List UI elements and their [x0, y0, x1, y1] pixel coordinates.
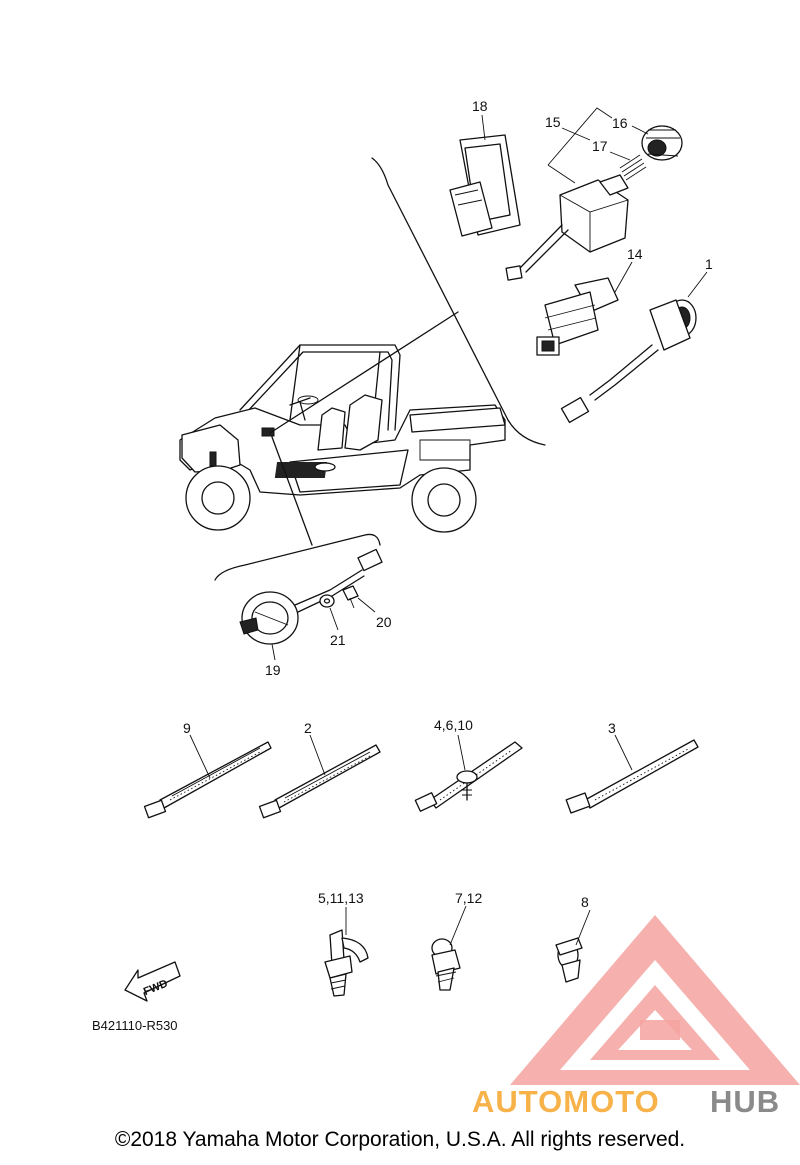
vehicle-badge: YAMAHA: [350, 467, 393, 478]
part-8-clip: 8: [555, 894, 591, 983]
part-1-socket: 1: [560, 256, 713, 424]
part-21-washer: 21: [319, 594, 346, 648]
part-4-6-10-cable-tie-clip: 4,6,10: [414, 717, 523, 812]
watermark-part2: HUB: [710, 1084, 780, 1119]
side-by-side-vehicle: YAMAHA: [179, 311, 506, 546]
callout-2: 2: [304, 720, 312, 736]
upper-detail-bracket: [371, 157, 546, 446]
callout-3: 3: [608, 720, 616, 736]
part-14-sensor: 14: [536, 246, 643, 356]
part-18-switch: 18: [449, 98, 521, 237]
diagram-code: B421110-R530: [92, 1018, 178, 1033]
part-7-12-clip: 7,12: [431, 890, 482, 991]
fwd-arrow: FWD: [124, 961, 181, 1002]
watermark-part1: AUTOMOTO: [472, 1084, 660, 1119]
part-20-bolt: 20: [342, 585, 392, 630]
part-2-cable-tie: 2: [258, 720, 381, 819]
automotohub-logo: AUTOMOTO HUB: [472, 915, 800, 1119]
callout-21: 21: [330, 632, 346, 648]
lower-detail-bracket: [214, 533, 381, 581]
part-3-cable-tie: 3: [565, 720, 699, 814]
callout-5-11-13: 5,11,13: [318, 890, 364, 906]
callout-14: 14: [627, 246, 643, 262]
callout-17: 17: [592, 138, 608, 154]
callout-8: 8: [581, 894, 589, 910]
part-17-spring: 17: [592, 138, 647, 181]
part-19-speaker: 19: [239, 548, 383, 678]
part-16-cap: 16: [612, 115, 683, 161]
callout-19: 19: [265, 662, 281, 678]
callout-7-12: 7,12: [455, 890, 482, 906]
callout-15: 15: [545, 114, 561, 130]
callout-1: 1: [705, 256, 713, 272]
copyright-notice: ©2018 Yamaha Motor Corporation, U.S.A. A…: [114, 1128, 686, 1151]
callout-4-6-10: 4,6,10: [434, 717, 473, 733]
callout-9: 9: [183, 720, 191, 736]
callout-20: 20: [376, 614, 392, 630]
part-9-cable-tie: 9: [143, 720, 272, 819]
part-5-11-13-clip: 5,11,13: [318, 890, 369, 997]
callout-18: 18: [472, 98, 488, 114]
callout-16: 16: [612, 115, 628, 131]
part-15-sender-assembly: 15: [505, 107, 629, 281]
